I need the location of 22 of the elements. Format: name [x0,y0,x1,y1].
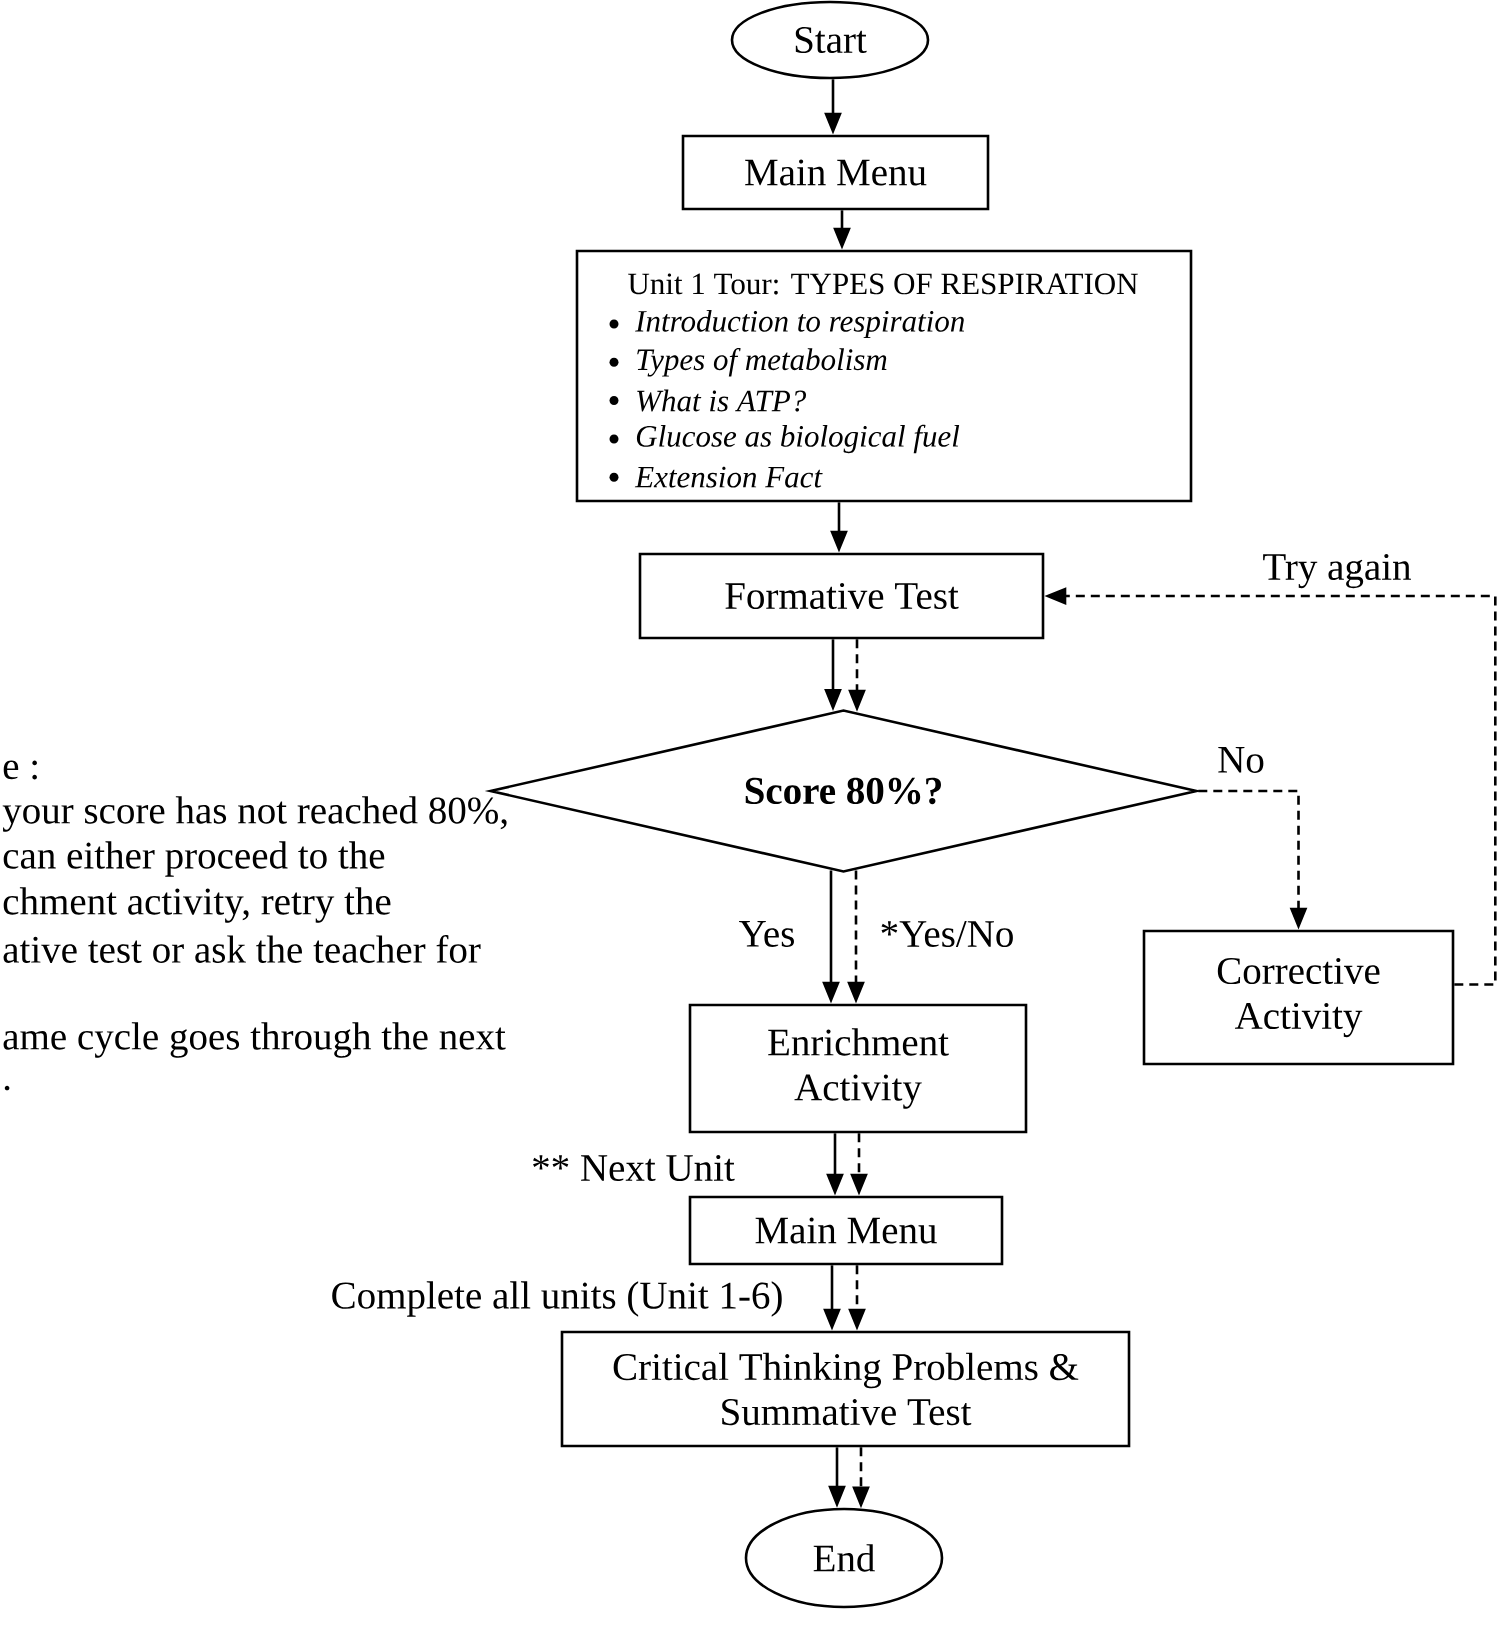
note-text: ame cycle goes through the next [3,1022,506,1058]
edge-label: *Yes/No [878,919,1016,949]
process-box: Critical Thinking Problems & Summative Test [560,1330,1131,1448]
edge-label: Try again [1261,552,1413,590]
terminal-oval: Start [730,0,930,80]
process-box: Formative Test [638,552,1045,640]
note-text: chment activity, retry the [3,887,391,923]
terminal-oval: End [744,1507,944,1609]
process-box: Unit 1 Tour: TYPES OF RESPIRATION Introduction to respiration Types of metabolism What is ATP? Glucose as biological fuel Extension Fact [575,249,1193,503]
note-text: e : [3,760,37,780]
edge-label: Yes [737,920,797,948]
edge-label: No [1216,746,1266,774]
process-box: Main Menu [681,134,990,211]
process-box: Corrective Activity [1142,929,1455,1066]
note-text: . [4,1085,10,1091]
note-text: your score has not reached 80%, [2,796,507,832]
process-box: Enrichment Activity [688,1003,1028,1134]
note-text: can either proceed to the [3,841,385,877]
note-text: ative test or ask the teacher for [3,935,481,963]
edge-label: ** Next Unit [530,1153,736,1183]
edge-label: Complete all units (Unit 1-6) [329,1280,785,1318]
process-box: Main Menu [688,1195,1004,1266]
